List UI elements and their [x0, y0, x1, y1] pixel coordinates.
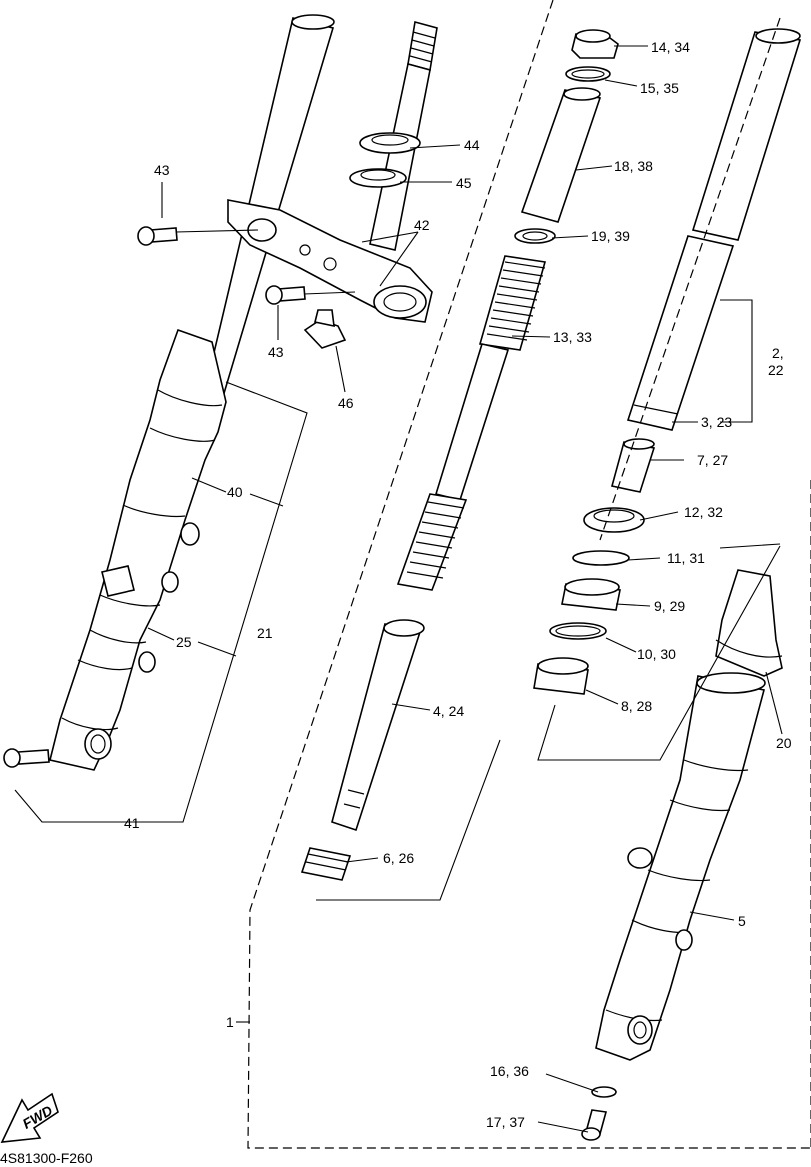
- callout-20: 20: [776, 735, 792, 751]
- callout-13-33: 13, 33: [553, 329, 592, 345]
- callout-6-26: 6, 26: [383, 850, 414, 866]
- diagram-code: 4S81300-F260: [0, 1150, 93, 1166]
- callout-44: 44: [464, 137, 480, 153]
- damper-internal-parts: [300, 28, 802, 1141]
- callout-labels: 14, 34 15, 35 18, 38 19, 39 13, 33 2, 22…: [124, 39, 792, 1130]
- callout-43-top: 43: [154, 162, 170, 178]
- callout-21: 21: [257, 625, 273, 641]
- callout-11-31: 11, 31: [667, 550, 705, 566]
- callout-22: 22: [768, 362, 784, 378]
- callout-43-bottom: 43: [268, 344, 284, 360]
- callout-46: 46: [338, 395, 354, 411]
- callout-4-24: 4, 24: [433, 703, 464, 719]
- callout-19-39: 19, 39: [591, 228, 630, 244]
- assembly-boundary-lines: [14, 0, 811, 1149]
- callout-12-32: 12, 32: [684, 504, 723, 520]
- fwd-direction-arrow: FWD: [0, 1092, 59, 1143]
- callout-41: 41: [124, 815, 140, 831]
- callout-3-23: 3, 23: [701, 414, 732, 430]
- steering-stem-assembly: [137, 20, 438, 349]
- leader-lines: [147, 45, 783, 1133]
- callout-10-30: 10, 30: [637, 646, 676, 662]
- callout-7-27: 7, 27: [697, 452, 728, 468]
- callout-9-29: 9, 29: [654, 598, 685, 614]
- callout-25: 25: [176, 634, 192, 650]
- callout-2: 2,: [772, 345, 784, 361]
- callout-18-38: 18, 38: [614, 158, 653, 174]
- callout-16-36: 16, 36: [490, 1063, 529, 1079]
- left-fork-assembly: [3, 14, 335, 771]
- callout-1: 1: [226, 1014, 234, 1030]
- callout-17-37: 17, 37: [486, 1114, 525, 1130]
- callout-5: 5: [738, 913, 746, 929]
- callout-14-34: 14, 34: [651, 39, 690, 55]
- callout-8-28: 8, 28: [621, 698, 652, 714]
- callout-42: 42: [414, 217, 430, 233]
- callout-15-35: 15, 35: [640, 80, 679, 96]
- callout-40: 40: [227, 484, 243, 500]
- callout-45: 45: [456, 175, 472, 191]
